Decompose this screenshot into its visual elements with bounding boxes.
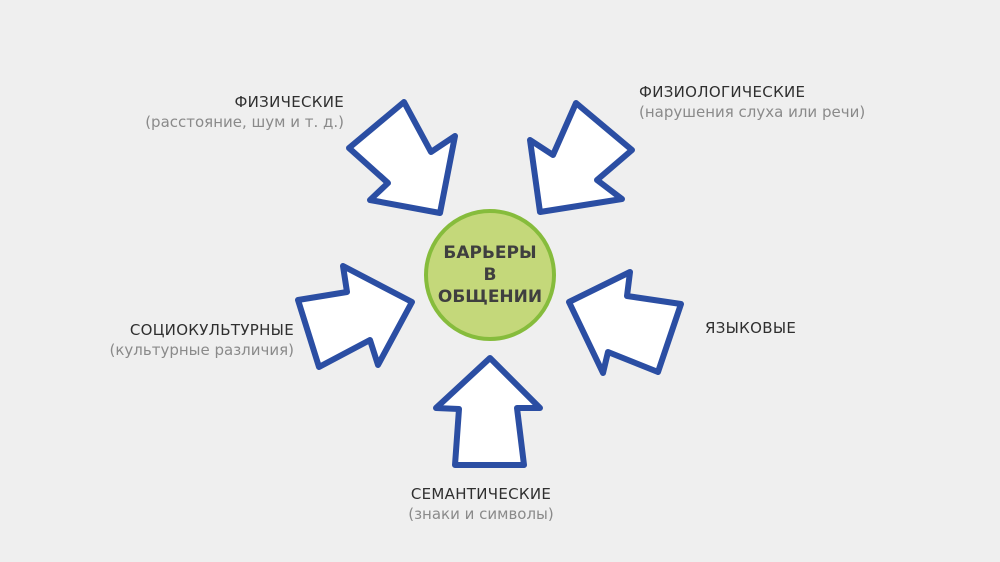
arrow-semantic xyxy=(433,355,543,468)
label-physiological: ФИЗИОЛОГИЧЕСКИЕ (нарушения слуха или реч… xyxy=(639,82,865,122)
arrow-physical xyxy=(346,99,458,216)
physiological-subtitle: (нарушения слуха или речи) xyxy=(639,103,866,121)
physiological-title: ФИЗИОЛОГИЧЕСКИЕ xyxy=(639,83,806,101)
label-sociocultural: СОЦИОКУЛЬТУРНЫЕ (культурные различия) xyxy=(109,320,294,360)
physical-title: ФИЗИЧЕСКИЕ xyxy=(234,93,344,111)
linguistic-title: ЯЗЫКОВЫЕ xyxy=(705,319,797,337)
label-semantic: СЕМАНТИЧЕСКИЕ (знаки и символы) xyxy=(381,484,581,524)
center-label: БАРЬЕРЫ В ОБЩЕНИИ xyxy=(437,243,543,307)
arrow-linguistic xyxy=(566,269,684,376)
arrow-sociocultural xyxy=(295,263,415,370)
semantic-subtitle: (знаки и символы) xyxy=(408,505,554,523)
center-circle: БАРЬЕРЫ В ОБЩЕНИИ xyxy=(424,209,556,341)
arrow-physiological xyxy=(527,100,635,215)
semantic-title: СЕМАНТИЧЕСКИЕ xyxy=(410,485,552,503)
physical-subtitle: (расстояние, шум и т. д.) xyxy=(145,113,344,131)
label-physical: ФИЗИЧЕСКИЕ (расстояние, шум и т. д.) xyxy=(145,92,344,132)
sociocultural-subtitle: (культурные различия) xyxy=(109,341,294,359)
sociocultural-title: СОЦИОКУЛЬТУРНЫЕ xyxy=(129,321,294,339)
label-linguistic: ЯЗЫКОВЫЕ xyxy=(705,318,796,338)
